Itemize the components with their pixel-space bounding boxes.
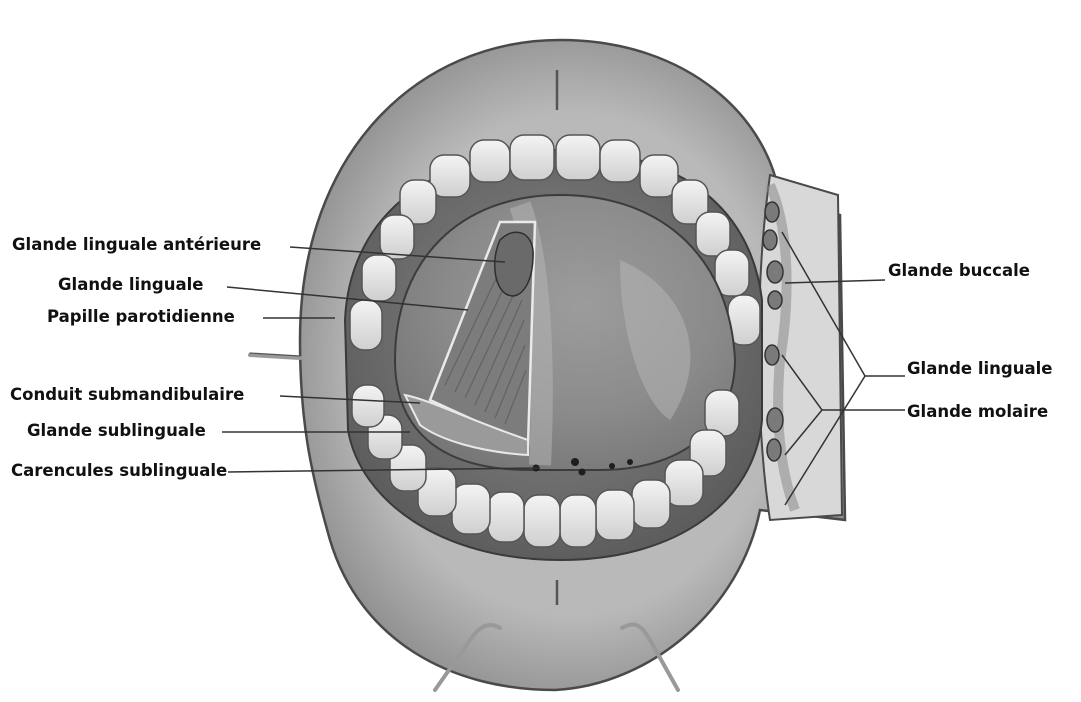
label-carencules-sublinguale: Carencules sublinguale [11, 461, 227, 481]
label-papille-parotidienne: Papille parotidienne [47, 307, 235, 327]
label-glande-linguale-right: Glande linguale [907, 359, 1052, 379]
label-glande-sublinguale: Glande sublinguale [27, 421, 206, 441]
label-glande-linguale-left: Glande linguale [58, 275, 203, 295]
label-glande-linguale-anterieure: Glande linguale antérieure [12, 235, 261, 255]
label-conduit-submandibulaire: Conduit submandibulaire [10, 385, 244, 405]
label-glande-molaire: Glande molaire [907, 402, 1048, 422]
label-glande-buccale: Glande buccale [888, 261, 1030, 281]
